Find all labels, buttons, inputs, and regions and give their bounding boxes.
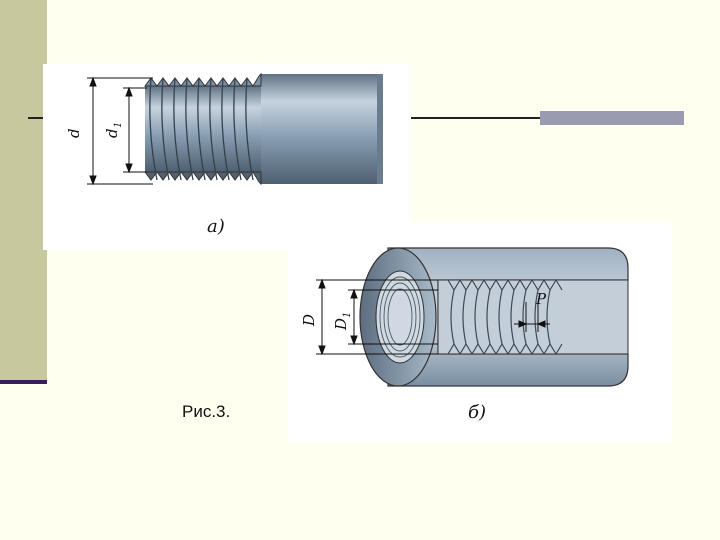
label-D1-subscript: 1	[342, 312, 353, 318]
label-d1: d	[103, 128, 121, 138]
label-D1: D	[332, 318, 350, 331]
sidebar-decoration	[0, 0, 47, 383]
label-pitch: P	[535, 290, 547, 308]
figure-caption: Рис.3.	[182, 402, 231, 421]
external-thread-drawing: d d 1 а)	[65, 72, 383, 237]
sublabel-b: б)	[468, 402, 486, 423]
figure-internal-thread: D D 1 P б)	[288, 222, 672, 442]
sublabel-a: а)	[207, 216, 225, 237]
thread-crests-bottom	[144, 171, 262, 186]
internal-thread-lines	[447, 278, 563, 356]
bolt-shank-end	[377, 74, 383, 184]
thread-core	[145, 86, 261, 172]
label-d1-subscript: 1	[113, 122, 124, 128]
sidebar-rule	[0, 380, 47, 384]
bolt-shank	[261, 74, 383, 184]
dimension-lines-a	[87, 76, 153, 186]
label-D: D	[300, 314, 318, 327]
thread-helix-lines	[149, 77, 254, 181]
label-d: d	[65, 128, 83, 138]
nut-end-face-inner	[375, 270, 425, 364]
internal-thread-drawing: D D 1 P б)	[300, 247, 629, 423]
threaded-bore	[437, 279, 629, 355]
figure-external-thread: d d 1 а)	[43, 64, 411, 250]
accent-bar	[540, 111, 684, 125]
end-face-thread-rings	[379, 276, 421, 358]
dimension-lines-b	[316, 278, 550, 356]
